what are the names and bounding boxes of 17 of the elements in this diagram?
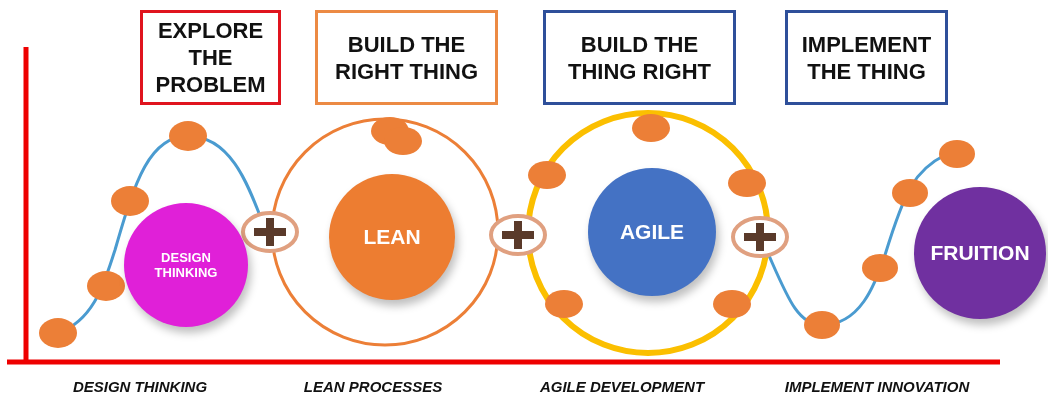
phase-name: LEAN — [363, 225, 421, 249]
phase-name: AGILE — [619, 220, 685, 244]
phase-circle — [124, 203, 248, 327]
axis-label: IMPLEMENT INNOVATION — [784, 378, 970, 395]
phase-name: FRUITION — [930, 241, 1030, 265]
heading-box — [785, 10, 948, 105]
phase-name: DESIGN THINKING — [153, 250, 219, 280]
heading-box — [140, 10, 281, 105]
axis-label: LEAN PROCESSES — [303, 378, 443, 395]
heading-box — [543, 10, 736, 105]
heading-text: BUILD THE THING RIGHT — [567, 30, 712, 85]
axis-label: DESIGN THINKING — [72, 378, 208, 395]
axis-label: AGILE DEVELOPMENT — [539, 378, 705, 395]
heading-text: EXPLORE THE PROBLEM — [154, 17, 267, 98]
heading-text: BUILD THE RIGHT THING — [334, 30, 479, 85]
heading-box — [315, 10, 498, 105]
heading-text: IMPLEMENT THE THING — [800, 30, 933, 85]
